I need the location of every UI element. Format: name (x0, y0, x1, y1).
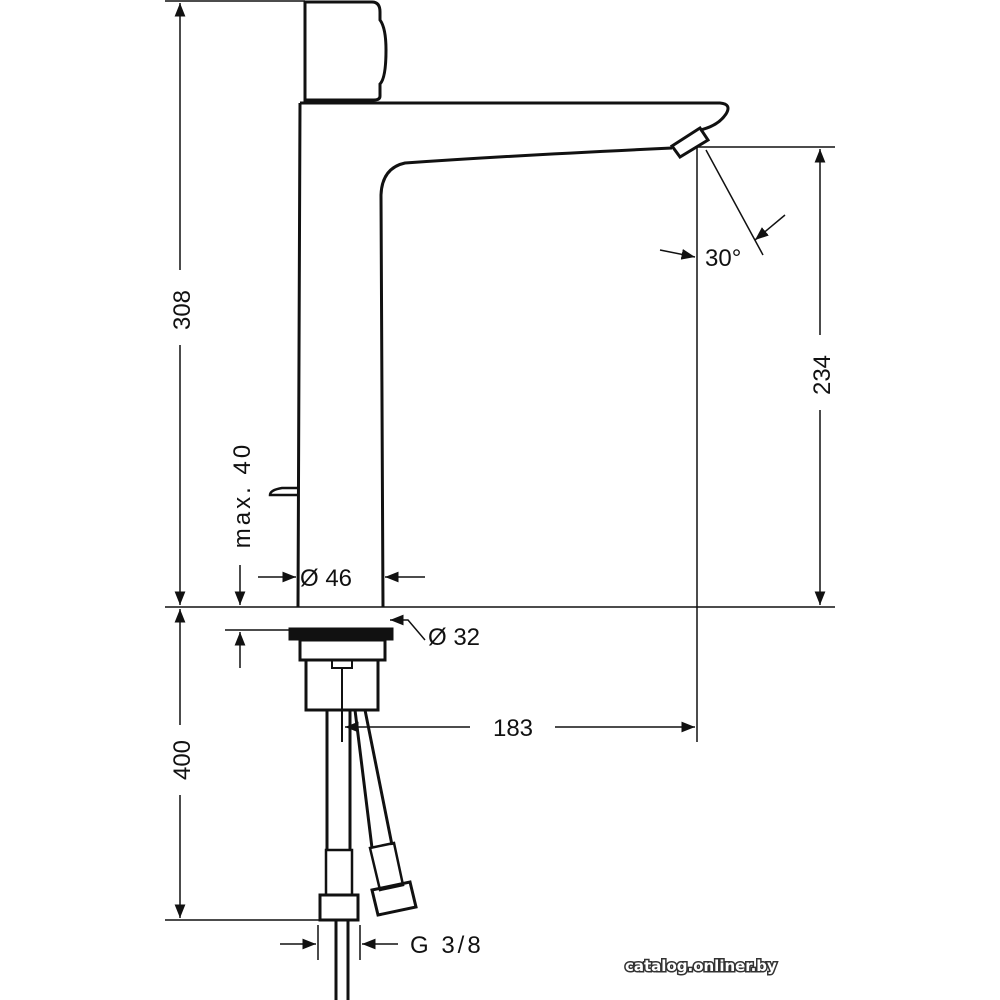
mounting-nut (288, 627, 394, 641)
dimension-lines (165, 0, 835, 960)
dim-max-deck: max. 40 (229, 442, 256, 548)
dim-spout-reach: 183 (493, 715, 533, 742)
watermark: catalog.onliner.by (625, 957, 777, 975)
hose-fitting-1 (324, 848, 354, 897)
hose-fitting-2 (368, 841, 405, 892)
hose-nut-2 (370, 880, 418, 917)
nut-ring (298, 638, 387, 662)
dim-connection-thread: G 3/8 (410, 932, 484, 959)
hose-nut-1 (318, 893, 360, 922)
dim-below-deck: 400 (169, 740, 196, 780)
handle (303, 0, 388, 102)
faucet-outline (268, 0, 730, 1000)
hose-angled (353, 709, 394, 849)
dim-shank-diameter: Ø 32 (428, 624, 480, 651)
popup-lever (268, 486, 298, 497)
dim-spout-height: 234 (809, 355, 836, 395)
dim-body-diameter: Ø 46 (300, 565, 352, 592)
dim-total-height: 308 (169, 290, 196, 330)
aerator (669, 125, 711, 159)
dim-spray-angle: 30° (705, 245, 741, 272)
hose-straight (325, 710, 352, 850)
spout-body (296, 101, 730, 608)
